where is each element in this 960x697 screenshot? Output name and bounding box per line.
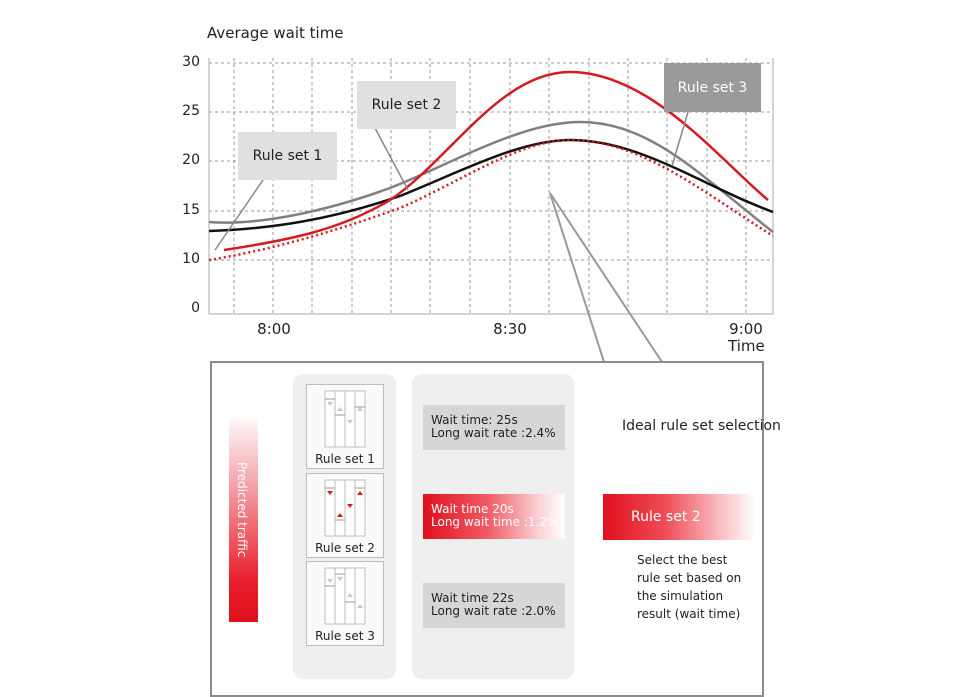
selection-title: Ideal rule set selection (622, 418, 781, 434)
wait-result-1-rate: Long wait rate :2.4% (431, 426, 556, 440)
series-predicted-dotted-line (208, 138, 774, 262)
wait-result-3: Wait time 22s Long wait rate :2.0% (423, 583, 565, 628)
predicted-traffic-bar: Predicted traffic (229, 414, 258, 622)
y-tick-15: 15 (182, 202, 200, 218)
chart-title: Average wait time (207, 24, 344, 42)
callout-rule-set-3: Rule set 3 (664, 63, 761, 112)
y-tick-30: 30 (182, 54, 200, 70)
rule-card-2-label: Rule set 2 (315, 541, 375, 555)
y-tick-0: 0 (191, 300, 200, 316)
rule-card-1-label: Rule set 1 (315, 452, 375, 466)
wait-result-2-rate: Long wait time :1.2% (431, 515, 559, 529)
predicted-traffic-label: Predicted traffic (235, 462, 249, 558)
series-rule-set-3-line (223, 70, 769, 252)
elevator-diagram-icon (324, 479, 366, 537)
callout-3-leader (671, 111, 689, 167)
y-tick-20: 20 (182, 152, 200, 168)
y-tick-25: 25 (182, 103, 200, 119)
selected-rule-set: Rule set 2 (603, 494, 755, 540)
rule-card-2: Rule set 2 (306, 473, 384, 558)
series-rule-set-2-line (208, 138, 774, 233)
elevator-diagram-icon (324, 567, 366, 625)
y-tick-10: 10 (182, 251, 200, 267)
wait-result-1-time: Wait time: 25s (431, 413, 518, 427)
callout-rule-set-1: Rule set 1 (238, 132, 337, 180)
elevator-diagram-icon (324, 390, 366, 448)
selection-description: Select the best rule set based on the si… (637, 553, 742, 621)
callout-2-leader (374, 127, 409, 191)
wait-result-3-time: Wait time 22s (431, 591, 514, 605)
x-axis-label: Time (728, 337, 765, 355)
rule-card-3-label: Rule set 3 (315, 629, 375, 643)
rule-card-1: Rule set 1 (306, 384, 384, 469)
zoom-connector (549, 192, 663, 363)
x-tick-830: 8:30 (493, 320, 527, 338)
callout-rule-set-2: Rule set 2 (357, 81, 456, 129)
rule-card-3: Rule set 3 (306, 561, 384, 646)
wait-result-2-time: Wait time 20s (431, 502, 514, 516)
wait-result-1: Wait time: 25s Long wait rate :2.4% (423, 405, 565, 450)
x-tick-800: 8:00 (257, 320, 291, 338)
callout-1-leader (214, 179, 264, 251)
x-tick-900: 9:00 (729, 320, 763, 338)
wait-result-2: Wait time 20s Long wait time :1.2% (423, 494, 565, 539)
wait-result-3-rate: Long wait rate :2.0% (431, 604, 556, 618)
series-rule-set-1-line (208, 120, 774, 233)
